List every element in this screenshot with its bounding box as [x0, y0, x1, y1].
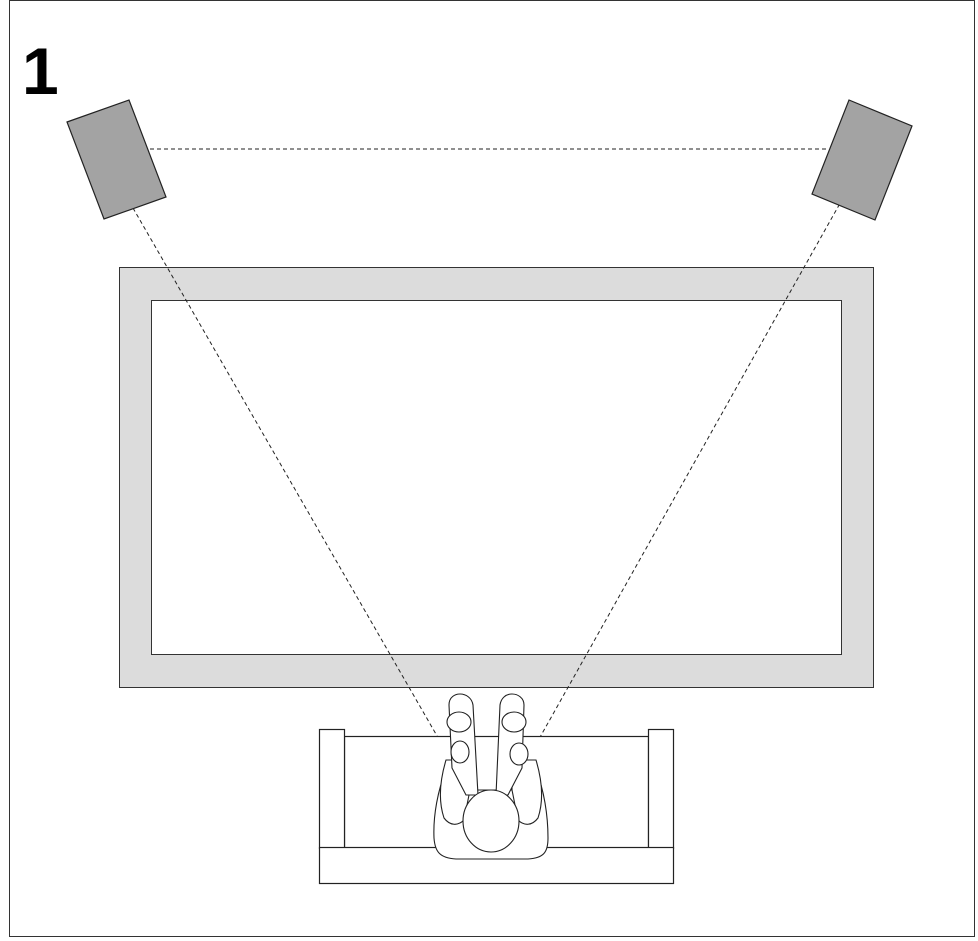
left-speaker	[66, 99, 167, 220]
outer-border	[9, 0, 975, 937]
couch-front-seat	[318, 846, 675, 885]
listener-left-knee	[446, 711, 472, 733]
table-inner-area	[151, 300, 842, 655]
listener	[433, 693, 549, 860]
step-number: 1	[22, 34, 59, 108]
sight-lines	[132, 148, 844, 756]
table	[119, 267, 874, 688]
listener-left-hand	[450, 740, 470, 764]
left-sight-line	[132, 207, 449, 756]
listener-right-knee	[501, 711, 527, 733]
right-sight-line	[529, 197, 844, 756]
couch-right-arm	[647, 728, 675, 850]
couch-left-arm	[318, 728, 346, 850]
right-speaker	[811, 99, 913, 221]
listener-head	[462, 789, 520, 853]
listener-right-hand	[509, 742, 529, 766]
